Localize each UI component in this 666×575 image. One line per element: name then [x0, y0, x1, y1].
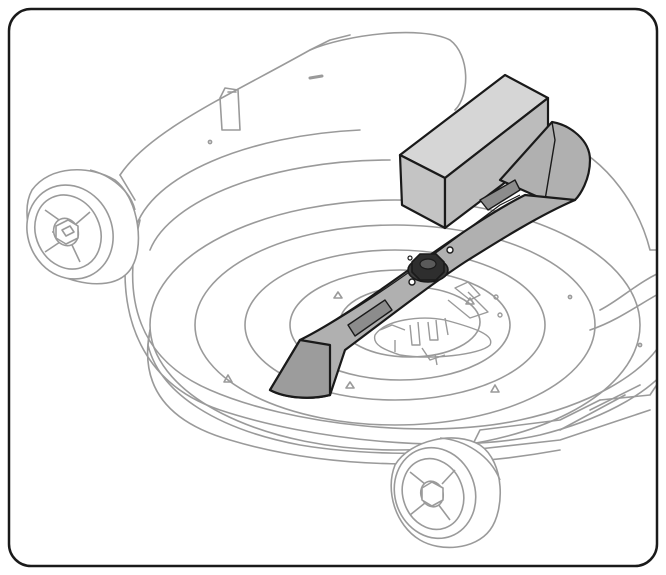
cutting-blade [268, 120, 592, 399]
blade-mount [373, 281, 503, 366]
wooden-block [398, 73, 550, 230]
blade-nut [407, 253, 449, 283]
front-wheel [390, 437, 502, 549]
drawing-area [26, 31, 657, 549]
rear-wheel [26, 169, 140, 285]
mower-deck [119, 31, 657, 465]
illustration-frame [7, 7, 659, 568]
